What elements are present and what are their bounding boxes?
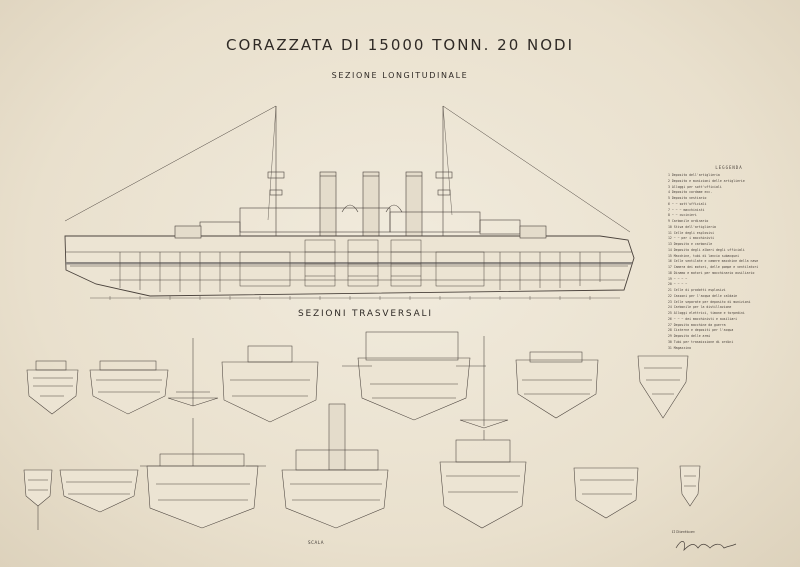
legend-item: 27 Deposito macchine da guerra — [668, 322, 726, 327]
legend-item: 5 Deposito vestiario — [668, 196, 707, 200]
legend-item: 17 Camera dei motori, delle pompe e vent… — [668, 265, 759, 269]
legend-item: 10 Stiva dell'artiglieria — [668, 224, 716, 229]
scale-label: SCALA — [308, 540, 325, 545]
legend-item: 31 Magazzino — [668, 345, 692, 350]
legend-item: 12 ~ ~ per i macchinisti — [668, 236, 715, 241]
legend-item: 7 ~ ~ ~ macchinisti — [668, 207, 705, 212]
legend-item: 18 Dinamo e motori per macchinario ausil… — [668, 270, 755, 275]
section-turret-1 — [221, 345, 319, 423]
drawing-subtitle: SEZIONE LONGITUDINALE — [331, 71, 469, 80]
handwritten-signature — [675, 541, 737, 552]
section-small-2 — [89, 360, 169, 415]
legend-item: 11 Celle degli esplosivi — [668, 230, 715, 235]
sections-title: SEZIONI TRASVERSALI — [298, 309, 433, 319]
legend-item: 28 Cisterne e depositi per l'acqua — [668, 328, 734, 333]
drawing-title: CORAZZATA DI 15000 TONN. 20 NODI — [225, 36, 575, 54]
legend-item: 26 ~ ~ ~ dei macchinisti e ausiliari — [668, 316, 738, 321]
legend-item: 8 ~ ~ cucinieri — [668, 213, 697, 218]
legend-item: 21 Celle di prodotti esplosivi — [668, 288, 726, 292]
section-mast-left — [167, 338, 219, 407]
legend-item: 13 Deposito e carbonile — [668, 242, 713, 246]
legend-item: 9 Carbonile ordinario — [668, 219, 709, 223]
section-turret-3 — [573, 467, 639, 519]
transverse-sections — [23, 331, 701, 530]
section-bow-2 — [679, 465, 701, 507]
legend-item: 3 Alloggi per sott'ufficiali — [668, 184, 722, 189]
legend-item: 20 ~ ~ ~ ~ — [668, 282, 688, 287]
signature-block: Il Direttore — [672, 529, 742, 554]
legend-item: 25 Alloggi elettrici, timone e torpedini — [668, 311, 745, 315]
legend-item: 24 Carbonile per la distillazione — [668, 305, 732, 310]
legend-item: 2 Deposito e munizioni delle artiglierie — [668, 178, 745, 183]
legend-item: 29 Deposito delle armi — [668, 334, 711, 338]
section-central-1 — [342, 331, 486, 421]
legend-item: 6 ~ ~ sott'ufficiali — [668, 201, 707, 206]
longitudinal-section — [64, 105, 635, 300]
legend-item: 4 Deposito cordame ecc. — [668, 190, 713, 195]
section-casemate-1 — [140, 418, 266, 529]
legend-item: 23 Celle separate per deposito di munizi… — [668, 299, 751, 304]
section-casemate-2 — [439, 430, 527, 529]
legend-item: 1 Deposito dell'artiglieria — [668, 173, 720, 177]
section-mast-right — [459, 336, 509, 429]
section-small-1 — [26, 360, 79, 415]
legend-item: 30 Tubi per trasmissione di ordini — [668, 339, 734, 344]
section-turret-2 — [515, 351, 599, 419]
section-funnel — [281, 403, 389, 529]
legend-item: 22 Cassoni per l'acqua delle caldaie — [668, 293, 738, 298]
legend-item: 14 Deposito degli alberi degli ufficiali — [668, 247, 745, 252]
section-small-3 — [23, 469, 53, 530]
legend-item: 19 ~ ~ ~ ~ — [668, 276, 688, 281]
legend-item: 15 Macchine, tubi di lancio subacquei — [668, 253, 740, 258]
section-small-4 — [59, 469, 139, 513]
legend-title: LEGGENDA — [715, 165, 743, 170]
legend-item: 16 Celle ventilate e camere macchine del… — [668, 259, 759, 264]
section-bow-1 — [637, 355, 689, 419]
signature-caption: Il Direttore — [672, 529, 695, 534]
